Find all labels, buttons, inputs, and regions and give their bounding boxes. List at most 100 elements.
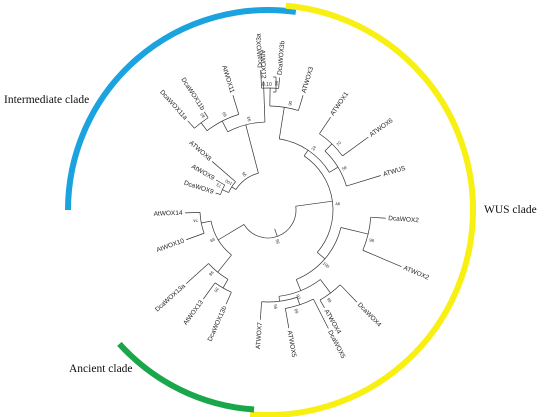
bootstrap-value: 100 xyxy=(322,261,331,270)
leaf-label: AtWOX13 xyxy=(182,299,205,327)
bootstrap-value: 99 xyxy=(221,111,228,118)
branch xyxy=(296,297,301,305)
branch xyxy=(222,279,229,289)
branch xyxy=(232,95,240,115)
branch xyxy=(285,308,290,329)
branch xyxy=(342,136,369,157)
leaf-label: AtWOX12 xyxy=(259,50,267,80)
bootstrap-value: 96 xyxy=(274,80,279,85)
branch xyxy=(186,263,209,284)
leaf-label: ATWOX3 xyxy=(301,66,316,94)
scale-bar-label: 0.10 xyxy=(262,82,272,88)
leaf-label: DcaWOX3b xyxy=(277,40,287,75)
bootstrap-value: 96 xyxy=(274,238,281,245)
scale-bar: 0.10 xyxy=(262,76,277,93)
clade-label-intermediate: Intermediate clade xyxy=(4,94,89,106)
branch xyxy=(295,200,333,207)
bootstrap-value: 70 xyxy=(335,140,342,147)
leaf-label: ATWOX7 xyxy=(255,322,264,350)
bootstrap-value: 74 xyxy=(192,218,198,224)
clade-arc-wus xyxy=(249,2,476,417)
leaf-label: AtWOX10 xyxy=(156,237,186,254)
branch xyxy=(260,70,262,89)
leaf-label: ATWOX8 xyxy=(187,140,212,163)
clade-arc-ancient xyxy=(117,341,255,413)
leaf-label: AtWOX14 xyxy=(154,210,184,218)
bootstrap-value: 73 xyxy=(215,182,222,189)
leaf-label: ATWOX2 xyxy=(402,265,430,282)
bootstrap-value: 95 xyxy=(240,170,247,177)
leaf-label: ATWOX1 xyxy=(329,91,350,118)
branch xyxy=(295,279,302,291)
branch xyxy=(225,292,232,305)
branch xyxy=(231,186,237,190)
branch xyxy=(215,179,225,186)
branch xyxy=(221,120,229,132)
branch xyxy=(201,220,212,224)
leaf-label: DcaWOX2 xyxy=(388,215,419,224)
leaf-label: DcaWOX11a xyxy=(158,89,189,122)
branch-arc xyxy=(296,227,342,280)
root-branch xyxy=(274,228,278,237)
bootstrap-value: 46 xyxy=(335,201,341,207)
branch xyxy=(215,192,221,195)
branch xyxy=(329,166,339,173)
branch xyxy=(339,284,358,303)
leaf-label: ATWOX5 xyxy=(286,330,298,358)
branch xyxy=(278,107,285,139)
branch xyxy=(340,227,369,235)
bootstrap-value: 98 xyxy=(208,270,215,277)
leaf-label: DcaWOX3a xyxy=(255,33,264,68)
bootstrap-value: 99 xyxy=(209,237,216,244)
bootstrap-value: 58 xyxy=(341,164,348,171)
branch xyxy=(324,143,333,152)
branch xyxy=(222,189,229,193)
bootstrap-value: 100 xyxy=(224,178,233,186)
clade-label-ancient: Ancient clade xyxy=(69,363,133,375)
leaf-label: DcaWOX11b xyxy=(179,77,205,113)
branch xyxy=(203,282,216,300)
branch xyxy=(245,124,259,174)
bootstrap-value: 36 xyxy=(213,287,220,294)
leaf-label: AtWOX9 xyxy=(190,163,216,182)
leaf-label: DcaWOX13a xyxy=(154,283,187,314)
branch xyxy=(218,224,245,241)
bootstrap-value: 89 xyxy=(293,308,299,315)
leaf-label: ATWOX6 xyxy=(368,117,394,139)
branch xyxy=(317,252,326,260)
leaf-label: DcaWOX4 xyxy=(356,302,383,329)
branch xyxy=(187,120,195,129)
bootstrap-value: 89 xyxy=(199,112,206,119)
branch xyxy=(278,77,280,89)
clade-arc-intermediate xyxy=(65,7,297,211)
bootstrap-value: 93 xyxy=(295,294,302,301)
branch xyxy=(370,216,386,219)
bootstrap-value: 93 xyxy=(246,115,252,121)
bootstrap-value: 24 xyxy=(310,144,317,151)
branch xyxy=(278,296,280,302)
branch xyxy=(319,299,325,309)
branch-arc xyxy=(324,150,347,187)
leaf-label: DcaWOX9 xyxy=(183,180,215,196)
branch xyxy=(346,175,381,187)
branch xyxy=(362,249,402,267)
leaf-label: ATWUS xyxy=(382,165,407,179)
branch xyxy=(186,232,205,241)
branch xyxy=(203,111,209,118)
branch xyxy=(319,116,331,134)
bootstrap-value: 98 xyxy=(369,237,375,243)
branch xyxy=(320,279,331,294)
leaf-label: DcaWOX13b xyxy=(207,305,229,343)
branch xyxy=(313,298,329,329)
branch xyxy=(259,301,262,320)
branch xyxy=(298,95,304,111)
branch-arc xyxy=(235,172,259,190)
branch xyxy=(185,212,201,214)
tree-branches xyxy=(185,70,402,329)
bootstrap-value: 90 xyxy=(287,100,293,106)
clade-label-wus: WUS clade xyxy=(484,204,537,216)
branch xyxy=(211,161,236,183)
